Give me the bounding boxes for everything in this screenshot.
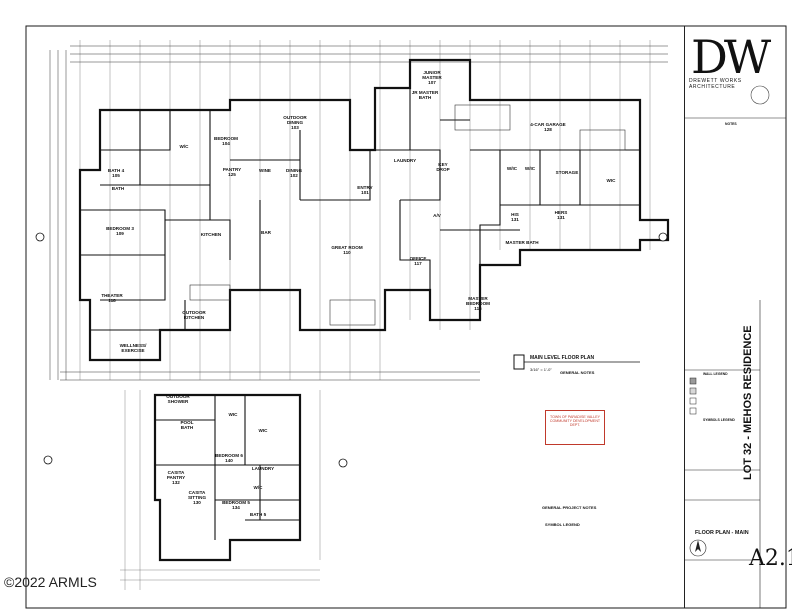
room-label-casita-pantry: CASITA PANTRY 132 [166,470,186,485]
room-label-garage: 4-CAR GARAGE 128 [530,122,566,132]
approval-stamp: TOWN OF PARADISE VALLEY COMMUNITY DEVELO… [545,410,605,445]
interior-walls-main [80,88,640,331]
room-label-laundry-c: LAUNDRY [251,466,275,471]
firm-logo: DW [691,30,771,84]
room-label-wellness: WELLNESS/ EXERCISE [119,343,147,353]
room-label-bath: BATH [111,186,125,191]
room-label-wic-c1: WIC [228,412,238,417]
room-label-bath-4: BATH 4 105 [107,168,125,178]
plan-scale: 3/16" = 1'-0" [530,367,552,372]
exterior-walls-casita [153,393,302,562]
room-label-great-room: GREAT ROOM 110 [331,245,363,255]
room-label-jr-master-bath: JR MASTER BATH [411,90,439,100]
room-label-office: OFFICE 117 [409,256,427,266]
plan-title-marker-icon [513,354,640,370]
room-label-pantry: PANTRY 125 [222,167,242,177]
symbols-legend-title: SYMBOLS LEGEND [703,418,735,422]
room-label-wic-c3: W/C [253,485,263,490]
title-block-lines [684,117,786,608]
room-label-bedroom-6: BEDROOM 6 140 [215,453,243,463]
room-label-bedroom-4: BEDROOM 104 [214,136,238,146]
project-name: LOT 32 - MEHOS RESIDENCE [742,325,754,480]
room-label-wic-c2: WIC [258,428,268,433]
watermark: ©2022 ARMLS [4,574,97,590]
room-label-junior-master: JUNIOR MASTER 107 [422,70,442,85]
room-label-key-drop: KEY DROP [436,162,450,172]
sheet-number: A2.1 [749,546,792,571]
interior-walls-casita [155,395,300,540]
room-label-wine: WINE [259,168,271,173]
room-label-entry: ENTRY 101 [357,185,373,195]
room-label-bedroom-5: BEDROOM 5 134 [222,500,250,510]
plan-title: MAIN LEVEL FLOOR PLAN [530,355,595,361]
room-label-his: HIS 131 [511,212,519,222]
notes-heading: NOTES [725,122,737,126]
project-notes-title: GENERAL PROJECT NOTES [542,505,597,510]
room-label-pool-bath: POOL BATH [180,420,194,430]
casita-grid [120,390,321,590]
room-label-wic-2: W/IC [506,166,518,171]
symbol-legend-title: SYMBOL LEGEND [545,522,580,527]
grid-bubbles [35,232,668,468]
room-label-wic-1: W/C [179,144,189,149]
room-label-storage: STORAGE [555,170,579,175]
wall-legend-swatches [689,377,697,415]
north-arrow-icon [689,539,707,557]
room-label-kitchen: KITCHEN [200,232,222,237]
room-label-bar: BAR [261,230,271,235]
room-label-master-bedroom: MASTER BEDROOM 116 [466,296,490,311]
room-label-casita-sitting: CASITA SITTING 130 [187,490,207,505]
room-label-outdoor-shower: OUTDOOR SHOWER [166,394,190,404]
architect-seal-icon [750,85,770,105]
room-label-bedroom-3: BEDROOM 3 109 [106,226,134,236]
wall-legend-title: WALL LEGEND [703,372,728,376]
room-label-master-bath: MASTER BATH [505,240,539,245]
title-block: DW DREWETT WORKS ARCHITECTURE NOTES WALL… [684,26,792,608]
room-label-laundry: LAUNDRY [393,158,417,163]
general-notes-title: GENERAL NOTES [560,370,595,375]
sheet-title: FLOOR PLAN - MAIN [695,530,749,536]
exterior-walls-main [78,58,670,362]
room-label-dining: DINING 102 [285,168,303,178]
firm-name: DREWETT WORKS ARCHITECTURE [689,78,742,90]
room-label-bath-5: BATH 5 [249,512,267,517]
dimension-grid [49,45,668,381]
callout-boxes [189,104,626,326]
room-label-hers: HERS 131 [554,210,568,220]
room-label-theater: THEATER 118 [101,293,123,303]
room-label-outdoor-dining: OUTDOOR DINING 103 [283,115,307,130]
room-label-wic-3: W/IC [524,166,536,171]
room-label-outdoor-kitchen: OUTDOOR KITCHEN [182,310,206,320]
room-label-wic-4: WIC [606,178,616,183]
room-label-av: A/V [433,213,441,218]
